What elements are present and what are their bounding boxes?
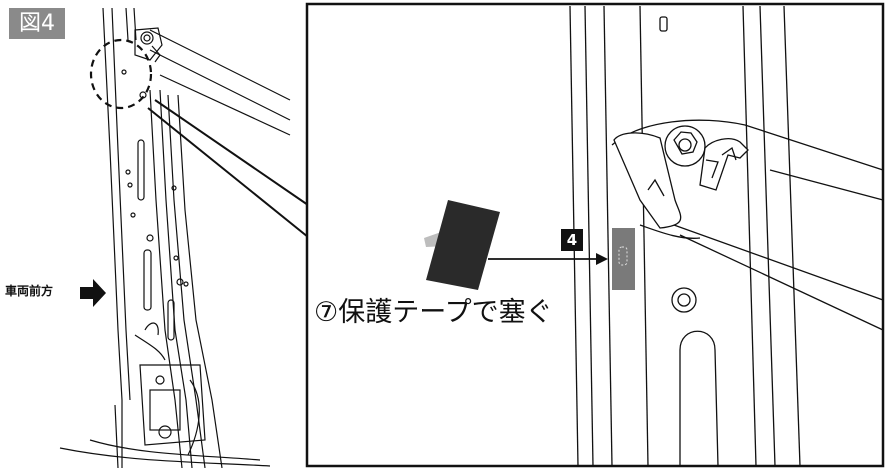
detail-panel (305, 2, 885, 468)
zoom-leader-line (147, 107, 309, 238)
pillar-overview (59, 7, 291, 468)
figure-label: 図4 (9, 8, 65, 39)
hole-patch (612, 228, 635, 290)
callout-circle (89, 38, 153, 110)
hole-outline (618, 246, 628, 266)
vehicle-front-label: 車両前方 (5, 284, 54, 298)
number-badge: 4 (561, 229, 583, 251)
instruction-text: ⑦保護テープで塞ぐ (314, 297, 553, 328)
zoom-leader-line (154, 99, 309, 206)
arrow-right-icon (80, 279, 106, 307)
arrow-right-icon (596, 253, 608, 265)
pillar-detail (569, 5, 884, 467)
protective-tape-icon (424, 200, 500, 290)
